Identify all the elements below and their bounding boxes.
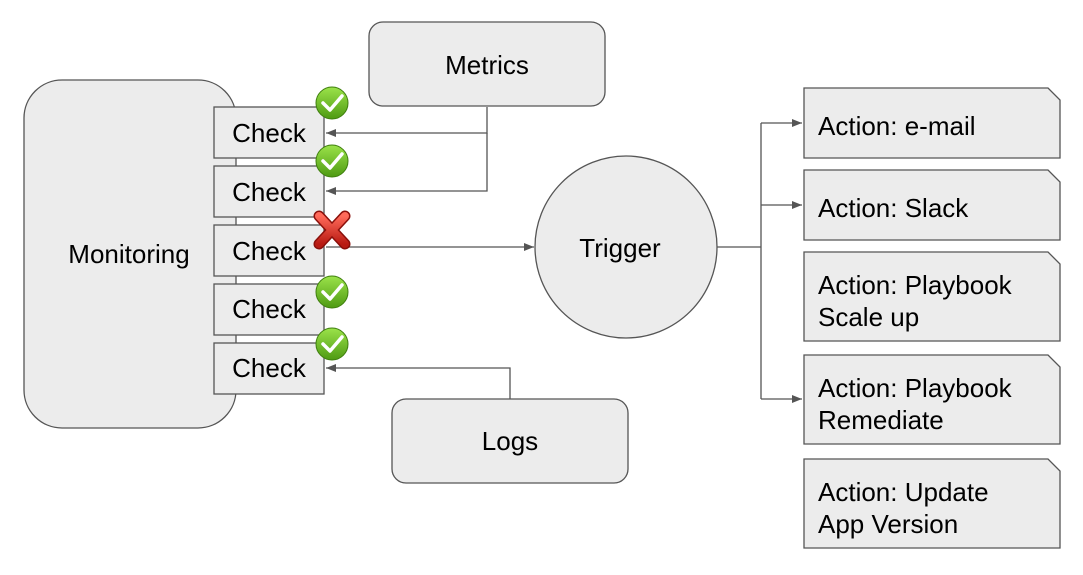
check-box: Check [213, 283, 325, 336]
action-remediate-node: Action: Playbook Remediate [803, 354, 1061, 445]
logs-label: Logs [482, 426, 538, 456]
check-box: Check [213, 165, 325, 218]
action-remediate-label-line1: Action: Playbook [818, 373, 1013, 403]
action-scale-up-node: Action: Playbook Scale up [803, 251, 1061, 342]
check-label: Check [232, 353, 307, 383]
trigger-label: Trigger [579, 233, 661, 263]
check-label: Check [232, 294, 307, 324]
action-scale-up-label-line2: Scale up [818, 302, 919, 332]
green-checkmark-icon [315, 86, 349, 120]
metrics-to-check-2-arrow [326, 133, 488, 195]
action-email-label: Action: e-mail [818, 111, 976, 141]
green-checkmark-icon [315, 275, 349, 309]
action-email-node: Action: e-mail [803, 87, 1061, 159]
action-update-label-line2: App Version [818, 509, 958, 539]
trigger-node: Trigger [534, 155, 718, 339]
green-checkmark-icon [315, 144, 349, 178]
green-checkmark-icon [315, 327, 349, 361]
check-label: Check [232, 118, 307, 148]
metrics-label: Metrics [445, 50, 529, 80]
check-label: Check [232, 236, 307, 266]
action-scale-up-label-line1: Action: Playbook [818, 270, 1013, 300]
action-slack-node: Action: Slack [803, 169, 1061, 241]
checks-group: Check Check Check Check Check [213, 106, 325, 395]
check-box: Check [213, 106, 325, 159]
action-slack-label: Action: Slack [818, 193, 969, 223]
action-update-app-version-node: Action: Update App Version [803, 458, 1061, 549]
check-box: Check [213, 224, 325, 277]
metrics-node: Metrics [368, 21, 606, 107]
monitoring-node: Monitoring [23, 79, 237, 429]
red-cross-icon [313, 210, 351, 250]
logs-to-check-5-arrow [326, 364, 511, 399]
check-box: Check [213, 342, 325, 395]
connectors [326, 107, 802, 403]
action-remediate-label-line2: Remediate [818, 405, 944, 435]
monitoring-label: Monitoring [68, 239, 189, 269]
action-update-label-line1: Action: Update [818, 477, 989, 507]
check-label: Check [232, 177, 307, 207]
logs-node: Logs [391, 398, 629, 484]
metrics-to-check-1-arrow [326, 107, 488, 137]
